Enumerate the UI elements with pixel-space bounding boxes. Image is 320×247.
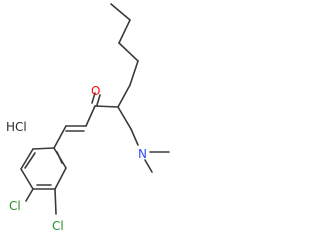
bond-ring-cl-top <box>25 188 34 202</box>
pentyl-chain <box>110 3 139 108</box>
bond-ch2-n <box>130 128 139 146</box>
dimethylaminomethyl-group: N <box>117 106 170 173</box>
oxygen-label: O <box>91 84 100 98</box>
bond-carbonyl-o-1 <box>96 94 101 106</box>
ring-bond-6 <box>32 147 55 150</box>
chlorine-label-top: Cl <box>9 199 21 213</box>
chlorine-substituents: Cl Cl <box>9 188 64 233</box>
chlorine-label-bottom: Cl <box>52 219 64 233</box>
ring-double-3 <box>24 152 36 169</box>
bond-n-methyl-2 <box>144 159 153 173</box>
alkene-linker <box>53 105 96 149</box>
bond-c1-c2 <box>110 3 131 21</box>
bond-c2-c3 <box>118 19 131 44</box>
bond-alpha-ch2 <box>117 106 132 130</box>
ring-bond-2 <box>54 167 67 190</box>
chemical-structure-diagram: O N Cl Cl HCl <box>6 3 170 233</box>
bond-vinyl-aryl <box>53 125 67 149</box>
ring-bond-5 <box>20 148 34 170</box>
bond-alpha-carbonyl <box>94 105 119 108</box>
dichlorophenyl-ring <box>20 147 67 190</box>
bond-carbonyl-vinyl <box>85 105 96 127</box>
ring-double-1 <box>56 151 63 164</box>
ketone-group: O <box>91 84 119 108</box>
ring-bond-4 <box>20 168 34 190</box>
nitrogen-label: N <box>138 147 147 161</box>
salt-label: HCl <box>6 120 27 134</box>
bond-ring-cl-bottom <box>54 188 57 215</box>
bond-c4-c5 <box>129 60 139 86</box>
bond-c3-c4 <box>118 42 139 62</box>
bond-carbonyl-o-2 <box>91 92 96 104</box>
bond-c5-alpha <box>117 84 131 108</box>
